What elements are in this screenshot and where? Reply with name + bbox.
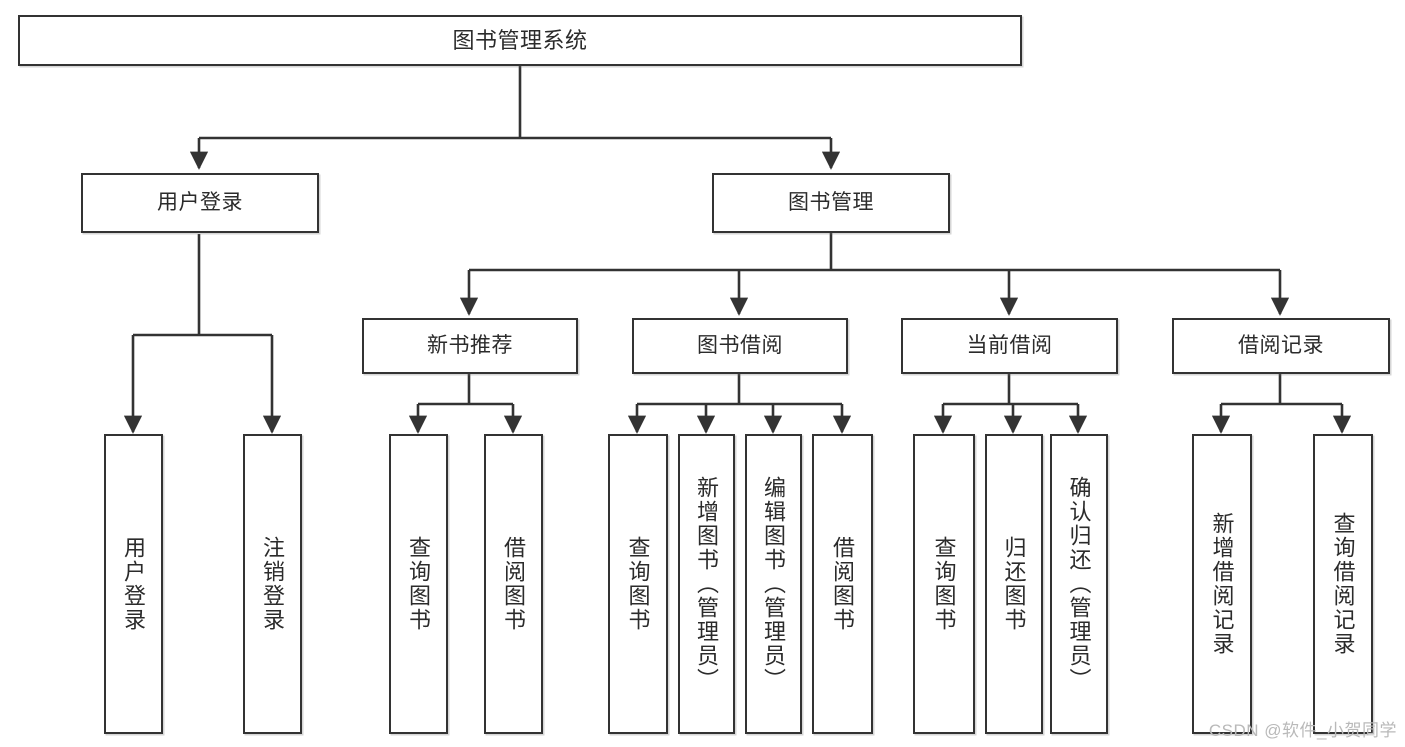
node-label: 图书管理 xyxy=(788,190,874,214)
leaf-query-book-recommendation[interactable]: 查询图书 xyxy=(389,434,448,734)
node-label: 编辑图书（管理员） xyxy=(761,476,787,692)
node-book-borrowing[interactable]: 图书借阅 xyxy=(632,318,848,374)
leaf-add-book-admin[interactable]: 新增图书（管理员） xyxy=(678,434,735,734)
node-label: 借阅记录 xyxy=(1238,333,1324,357)
leaf-query-book-current[interactable]: 查询图书 xyxy=(913,434,975,734)
node-label: 借阅图书 xyxy=(830,536,856,632)
node-label: 图书管理系统 xyxy=(452,27,588,53)
node-user-login[interactable]: 用户登录 xyxy=(81,173,319,233)
node-new-book-recommendation[interactable]: 新书推荐 xyxy=(362,318,578,374)
node-label: 归还图书 xyxy=(1001,536,1027,632)
leaf-add-borrow-record[interactable]: 新增借阅记录 xyxy=(1192,434,1252,734)
node-book-management-system[interactable]: 图书管理系统 xyxy=(18,15,1022,66)
node-label: 查询借阅记录 xyxy=(1330,512,1356,656)
node-book-management[interactable]: 图书管理 xyxy=(712,173,950,233)
leaf-confirm-return-admin[interactable]: 确认归还（管理员） xyxy=(1050,434,1108,734)
node-label: 用户登录 xyxy=(157,190,243,214)
leaf-return-book[interactable]: 归还图书 xyxy=(985,434,1043,734)
node-label: 注销登录 xyxy=(260,536,286,632)
leaf-user-login[interactable]: 用户登录 xyxy=(104,434,163,734)
node-label: 查询图书 xyxy=(625,536,651,632)
leaf-logout[interactable]: 注销登录 xyxy=(243,434,302,734)
leaf-edit-book-admin[interactable]: 编辑图书（管理员） xyxy=(745,434,802,734)
leaf-query-book-borrowing[interactable]: 查询图书 xyxy=(608,434,668,734)
leaf-borrow-book-recommendation[interactable]: 借阅图书 xyxy=(484,434,543,734)
node-label: 当前借阅 xyxy=(966,333,1053,357)
node-label: 借阅图书 xyxy=(501,536,527,632)
node-label: 图书借阅 xyxy=(697,333,783,357)
node-label: 新增图书（管理员） xyxy=(694,476,720,692)
node-label: 确认归还（管理员） xyxy=(1066,476,1092,692)
node-borrow-records[interactable]: 借阅记录 xyxy=(1172,318,1390,374)
node-label: 新书推荐 xyxy=(427,333,513,357)
node-label: 用户登录 xyxy=(121,536,147,632)
node-current-borrowing[interactable]: 当前借阅 xyxy=(901,318,1118,374)
leaf-query-borrow-record[interactable]: 查询借阅记录 xyxy=(1313,434,1373,734)
watermark: CSDN @软件_小贺同学 xyxy=(1208,721,1397,740)
node-label: 新增借阅记录 xyxy=(1209,512,1235,656)
node-label: 查询图书 xyxy=(931,536,957,632)
node-label: 查询图书 xyxy=(406,536,432,632)
leaf-borrow-book-borrowing[interactable]: 借阅图书 xyxy=(812,434,873,734)
